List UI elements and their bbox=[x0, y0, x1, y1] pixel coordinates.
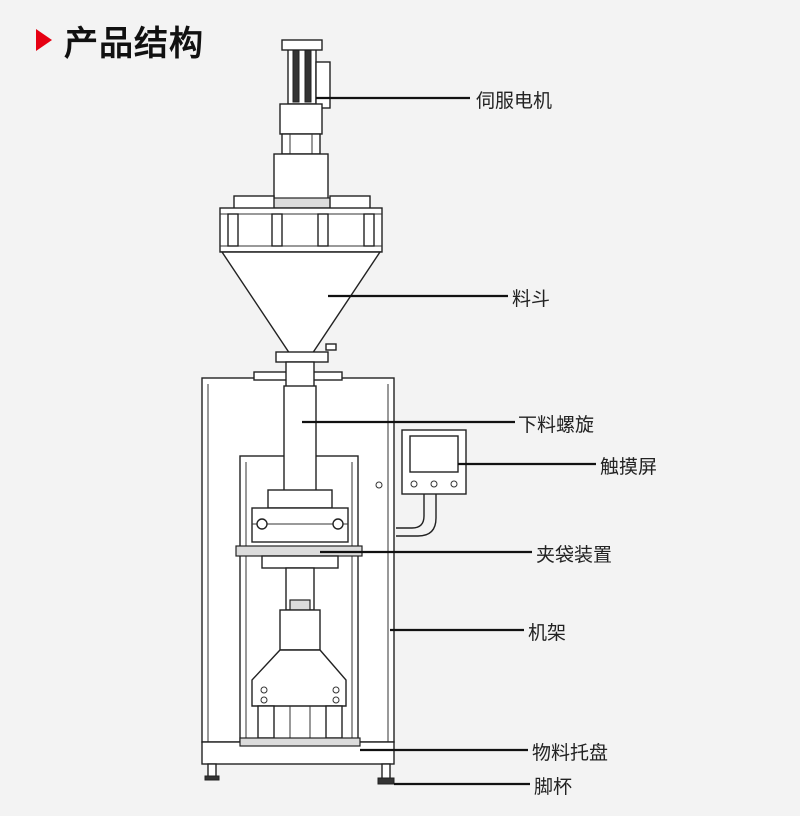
label-hopper: 料斗 bbox=[512, 288, 551, 310]
touch-screen-drawing bbox=[396, 429, 467, 537]
label-tray: 物料托盘 bbox=[532, 742, 609, 764]
tray-drawing bbox=[239, 737, 361, 747]
page-title: 产品结构 bbox=[64, 23, 204, 64]
label-touch-screen: 触摸屏 bbox=[600, 456, 658, 478]
label-bag-clamp: 夹袋装置 bbox=[536, 544, 613, 566]
label-foot-cup: 脚杯 bbox=[534, 776, 573, 798]
hopper-drawing bbox=[219, 195, 383, 363]
section-header: 产品结构 bbox=[36, 18, 204, 64]
bag-clamp-drawing bbox=[235, 489, 363, 569]
red-triangle-icon bbox=[36, 29, 52, 51]
label-feed-screw: 下料螺旋 bbox=[518, 414, 595, 436]
feed-screw-drawing bbox=[283, 361, 317, 495]
lifting-assembly-drawing bbox=[251, 567, 347, 739]
label-frame: 机架 bbox=[528, 622, 567, 644]
label-servo-motor: 伺服电机 bbox=[476, 90, 553, 112]
servo-motor-drawing bbox=[269, 39, 333, 209]
